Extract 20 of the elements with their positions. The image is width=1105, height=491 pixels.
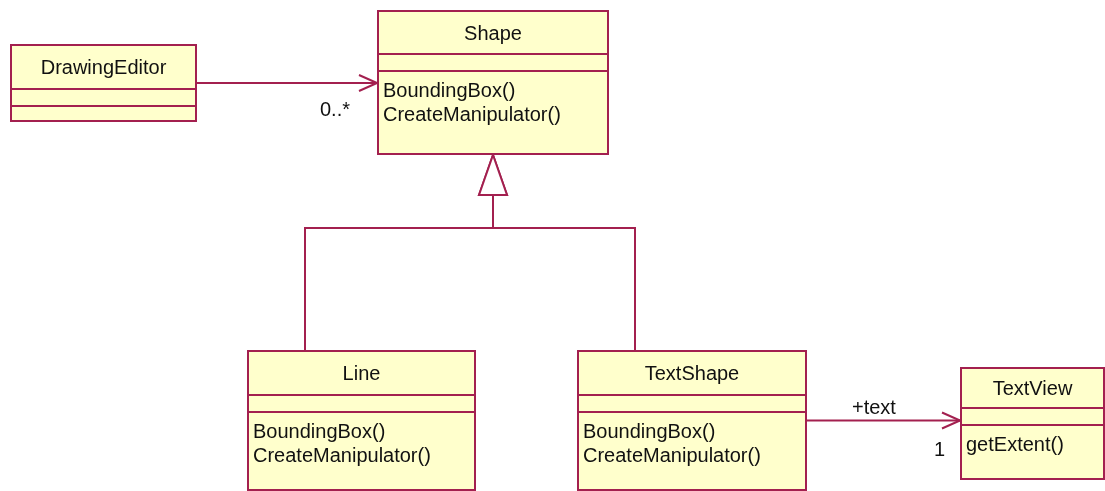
class-box: [247, 350, 476, 491]
method-name: BoundingBox(): [583, 419, 717, 443]
class-box: [960, 367, 1105, 480]
arrow: [478, 154, 636, 351]
class-box: [577, 350, 807, 491]
method-name: BoundingBox(): [253, 419, 387, 443]
class-name: Shape: [464, 20, 522, 45]
class-name: Line: [342, 361, 381, 385]
class-name: DrawingEditor: [40, 55, 167, 79]
method-name: getExtent(): [966, 432, 1065, 456]
class-name: TextShape: [644, 361, 740, 385]
method-name: BoundingBox(): [383, 78, 517, 102]
class-box: [10, 44, 197, 122]
method-name: CreateManipulator(): [383, 102, 562, 126]
arrow: [806, 411, 961, 430]
class-name: TextView: [992, 376, 1073, 400]
arrow: [196, 74, 378, 92]
method-name: CreateManipulator(): [583, 443, 762, 467]
class-box: [377, 10, 609, 155]
method-name: CreateManipulator(): [253, 443, 432, 467]
